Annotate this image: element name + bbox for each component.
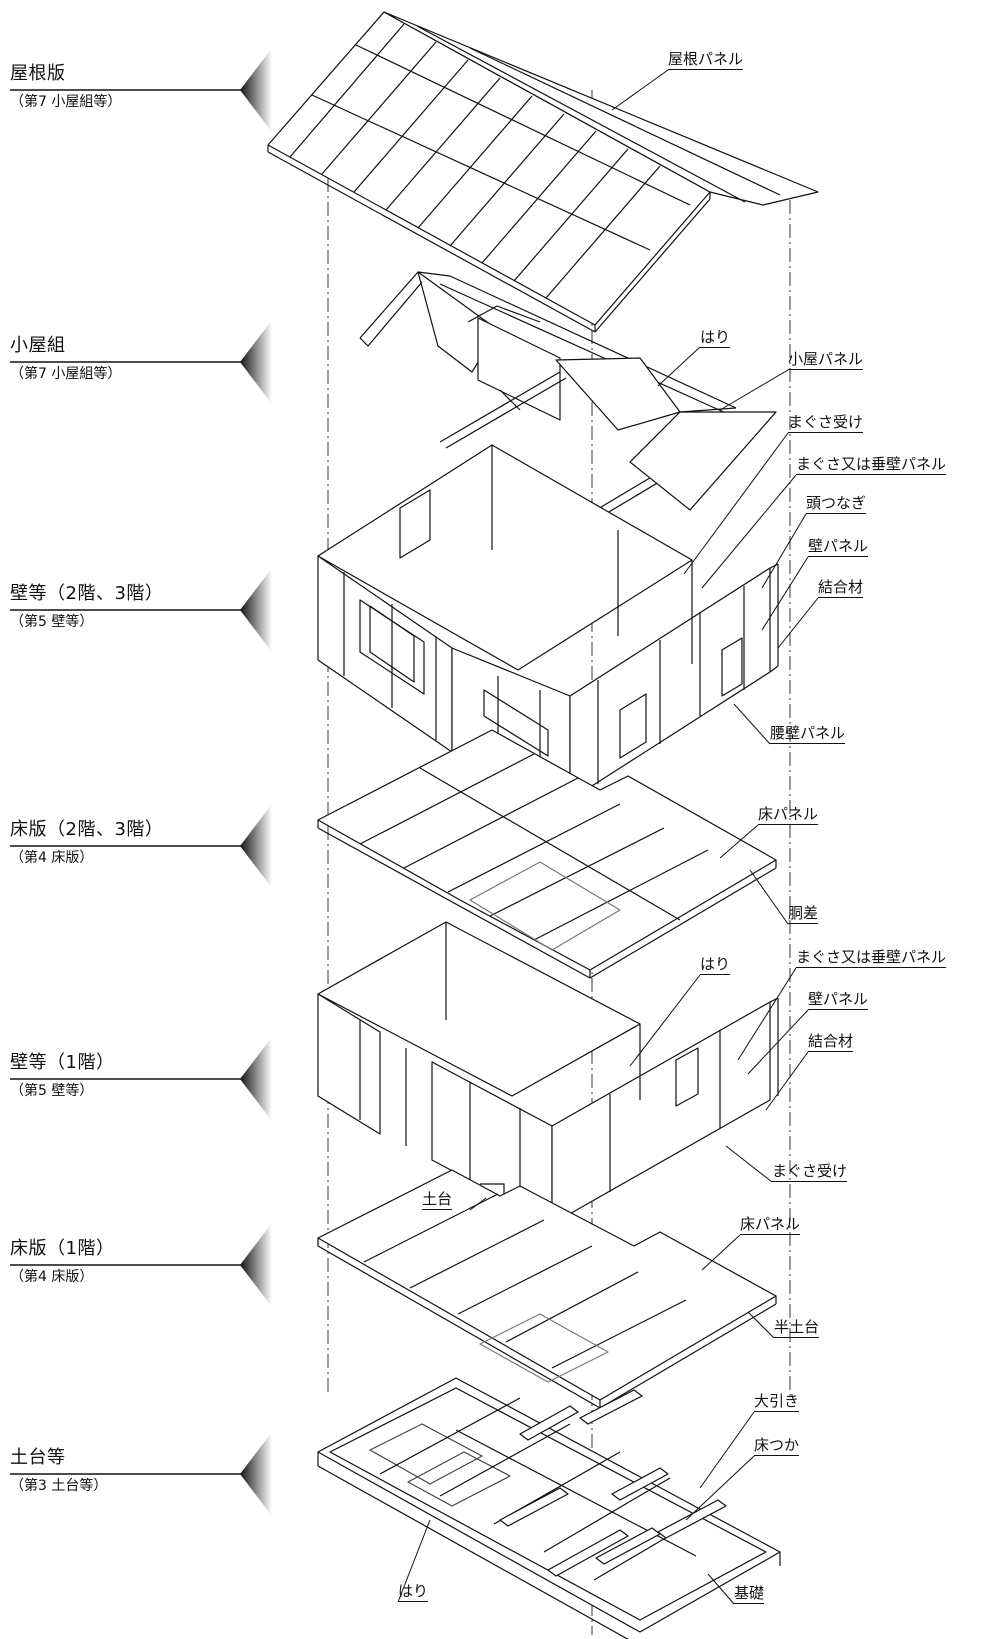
walls-lower bbox=[317, 921, 779, 1225]
level-sub-sill: （第3 土台等） bbox=[10, 1478, 108, 1494]
callout-beam-attic: はり bbox=[700, 328, 731, 348]
callout-joint-upper: 結合材 bbox=[818, 578, 864, 598]
attic-trusses bbox=[359, 271, 777, 529]
callout-wall-panel-upper: 壁パネル bbox=[808, 537, 869, 557]
callout-floor-post: 床つか bbox=[754, 1436, 800, 1456]
level-title-attic: 小屋組 bbox=[10, 335, 66, 356]
callout-eave-support-upper: まぐさ受け bbox=[788, 413, 864, 433]
level-title-walls-upper: 壁等（2階、3階） bbox=[10, 583, 164, 604]
level-title-floor-lower: 床版（1階） bbox=[10, 1238, 115, 1259]
walls-upper bbox=[317, 444, 779, 801]
callout-roof-panel: 屋根パネル bbox=[668, 50, 744, 70]
callout-sill-small: 土台 bbox=[422, 1190, 453, 1210]
callout-girth: 胴差 bbox=[788, 904, 819, 924]
callout-joint-lower: 結合材 bbox=[808, 1032, 854, 1052]
callout-head-tie: 頭つなぎ bbox=[806, 494, 867, 514]
callout-waist-wall-panel: 腰壁パネル bbox=[770, 724, 846, 744]
callout-lintel-lower: まぐさ又は垂壁パネル bbox=[796, 948, 947, 968]
level-sub-walls-lower: （第5 壁等） bbox=[10, 1083, 94, 1099]
callout-eave-support-lower: まぐさ受け bbox=[772, 1162, 848, 1182]
level-title-walls-lower: 壁等（1階） bbox=[10, 1052, 115, 1073]
callout-foundation: 基礎 bbox=[734, 1584, 765, 1604]
level-pointer-wedges bbox=[240, 48, 272, 1516]
level-pointers bbox=[10, 89, 245, 1475]
callout-leaders bbox=[397, 69, 819, 1605]
callout-wall-panel-lower: 壁パネル bbox=[808, 990, 869, 1010]
callout-floor-panel-lower: 床パネル bbox=[740, 1215, 801, 1235]
callout-half-sill: 半土台 bbox=[774, 1318, 820, 1338]
level-title-sill: 土台等 bbox=[10, 1447, 66, 1468]
level-sub-floor-upper: （第4 床版） bbox=[10, 850, 94, 866]
level-sub-attic: （第7 小屋組等） bbox=[10, 366, 122, 382]
foundation bbox=[317, 1377, 781, 1639]
callout-beam-mid: はり bbox=[700, 955, 731, 975]
callout-beam-base: はり bbox=[398, 1582, 429, 1602]
level-sub-roof: （第7 小屋組等） bbox=[10, 94, 122, 110]
level-sub-walls-upper: （第5 壁等） bbox=[10, 614, 94, 630]
floor-upper bbox=[317, 729, 777, 979]
callout-attic-panel: 小屋パネル bbox=[788, 350, 864, 370]
level-title-roof: 屋根版 bbox=[10, 63, 66, 84]
level-title-floor-upper: 床版（2階、3階） bbox=[10, 819, 164, 840]
callout-main-joist: 大引き bbox=[754, 1392, 800, 1412]
floor-lower bbox=[317, 1169, 777, 1409]
callout-floor-panel-upper: 床パネル bbox=[758, 805, 819, 825]
roof-panels bbox=[267, 11, 819, 333]
callout-lintel-upper: まぐさ又は垂壁パネル bbox=[796, 455, 947, 475]
level-sub-floor-lower: （第4 床版） bbox=[10, 1269, 94, 1285]
